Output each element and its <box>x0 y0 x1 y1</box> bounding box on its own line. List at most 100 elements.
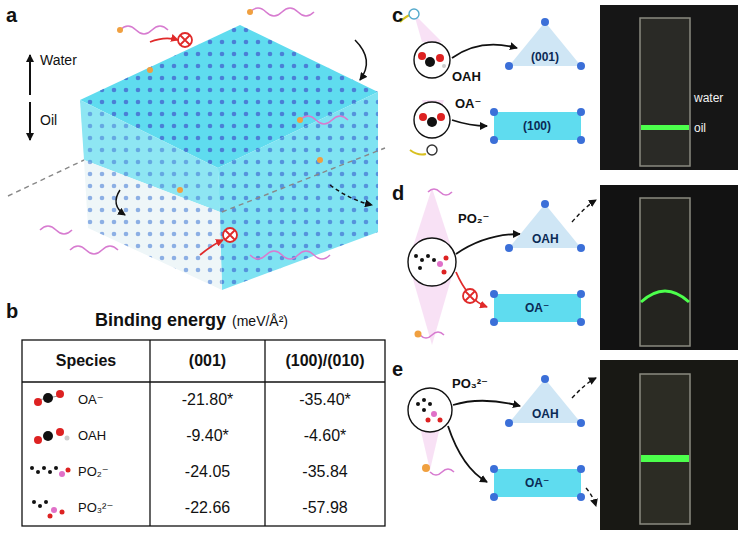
facet-triangle: OAH <box>505 375 585 427</box>
photo-label: oil <box>694 122 706 136</box>
cuvette-photo <box>640 18 690 166</box>
scheme-e <box>422 398 426 402</box>
scheme-d <box>418 266 422 270</box>
panel-letter: d <box>392 182 404 205</box>
scheme-d <box>426 254 430 258</box>
scheme-d <box>432 258 436 262</box>
scheme-e <box>448 426 487 482</box>
molecule-icons <box>51 507 57 513</box>
table-title: Binding energy <box>95 310 226 331</box>
atom-dot <box>505 62 513 70</box>
cuvette-photo <box>641 291 689 302</box>
atom-dot <box>577 62 585 70</box>
ligand-chains <box>70 246 118 254</box>
scheme-c <box>409 9 419 19</box>
scheme-e <box>453 401 520 406</box>
phase-label: Oil <box>40 112 57 128</box>
table-grid <box>22 381 385 382</box>
scheme-d <box>428 189 452 195</box>
table-cell: -35.84 <box>265 454 385 490</box>
atom-dot <box>577 136 585 144</box>
exchange-arrow <box>116 40 372 215</box>
blocked-symbol <box>178 33 192 47</box>
blocked-symbol <box>180 35 190 45</box>
atom-dot <box>490 290 498 298</box>
scheme-c <box>418 52 426 60</box>
scheme-c <box>414 102 450 138</box>
molecule-icons <box>56 428 64 436</box>
molecule-icons <box>30 466 58 474</box>
scheme-e <box>438 418 443 423</box>
nanocrystal-cube <box>218 92 378 290</box>
facet-shape <box>509 204 581 248</box>
scheme-d <box>420 258 424 262</box>
exchange-arrow <box>116 190 125 215</box>
facet-label: (001) <box>531 50 559 64</box>
scheme-d <box>408 188 456 345</box>
scheme-c <box>410 150 426 155</box>
exchange-arrow <box>330 185 372 205</box>
scheme-d <box>456 234 520 254</box>
blocked-symbol <box>225 230 235 240</box>
molecule-icons <box>38 504 42 508</box>
scheme-e <box>426 418 431 423</box>
scheme-d <box>572 200 596 222</box>
ligand-chains <box>40 226 72 234</box>
ligand-chains <box>40 8 348 259</box>
panel-letter: a <box>6 4 17 27</box>
molecule-icons <box>32 500 48 508</box>
scheme-e <box>408 378 596 506</box>
scheme-e <box>428 402 432 406</box>
molecule-icons <box>48 514 53 519</box>
table-header: (001) <box>150 340 265 382</box>
molecule-icons <box>44 500 48 504</box>
exchange-arrow <box>355 40 366 80</box>
scheme-d <box>420 332 444 338</box>
phase-label: Water <box>40 52 77 68</box>
ligand-label: OA⁻ <box>455 97 481 112</box>
atom-dot <box>490 493 498 501</box>
ligand-chains <box>250 251 330 259</box>
molecule-icons <box>66 468 71 473</box>
atom-dot <box>577 244 585 252</box>
facet-rectangle: (100) <box>490 108 585 144</box>
cuvette-photo <box>600 185 738 350</box>
phase-arrows <box>29 55 31 140</box>
atom-dot <box>577 290 585 298</box>
cuvette-photo <box>641 125 689 130</box>
ligand-label: OAH <box>452 70 481 85</box>
facet-label: OA⁻ <box>525 476 549 490</box>
facet-shape <box>494 294 581 322</box>
atom-dot <box>541 200 549 208</box>
scheme-e <box>416 402 420 406</box>
table-grid <box>149 340 150 526</box>
photo-label: water <box>694 92 723 106</box>
scheme-c <box>414 14 442 42</box>
table-header: (100)/(010) <box>265 340 385 382</box>
scheme-d <box>414 254 418 258</box>
atom-dot <box>490 318 498 326</box>
facet-label: OA⁻ <box>525 301 549 315</box>
scheme-c <box>414 42 450 78</box>
scheme-c <box>436 54 444 62</box>
molecule-icons <box>60 510 65 515</box>
table-header: Species <box>22 340 150 382</box>
molecule-icons <box>34 398 42 406</box>
ligand-label: PO₃²⁻ <box>452 377 488 392</box>
scheme-e <box>416 398 432 412</box>
species-name: OA⁻ <box>78 382 148 418</box>
nanocrystal-cube <box>8 25 385 290</box>
ligand-heads <box>147 67 153 73</box>
cuvette-photo <box>641 455 689 462</box>
table-cell: -9.40* <box>150 418 265 454</box>
ligand-chains <box>250 8 314 16</box>
ligand-chains <box>120 26 168 34</box>
scheme-e <box>422 408 426 412</box>
scheme-c <box>425 57 435 67</box>
scheme-c <box>452 45 517 58</box>
molecule-icons <box>43 393 53 403</box>
molecule-icons <box>56 390 64 398</box>
scheme-e <box>572 378 596 398</box>
atom-dot <box>577 318 585 326</box>
